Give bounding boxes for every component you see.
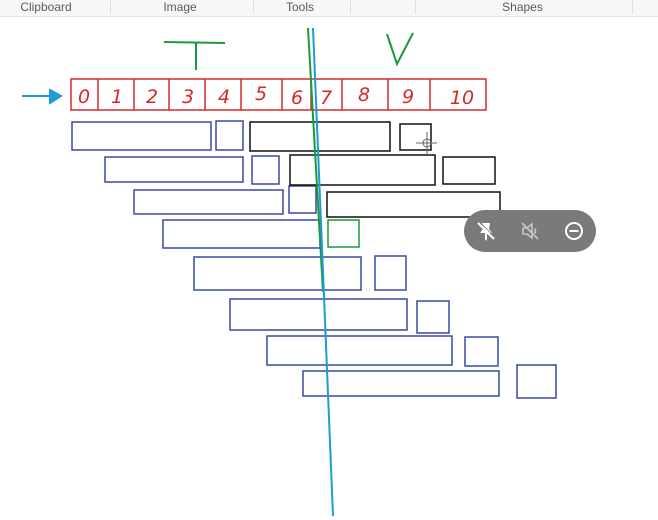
blue-block[interactable] [251, 155, 280, 185]
ribbon-group-shapes[interactable]: Shapes [502, 0, 543, 14]
blue-block[interactable] [71, 121, 212, 151]
ribbon-separator [110, 0, 111, 14]
ribbon-separator [415, 0, 416, 14]
blue-block[interactable] [374, 255, 407, 291]
number-label: 4 [218, 86, 230, 108]
unpin-icon [477, 221, 496, 241]
blue-block[interactable] [302, 370, 500, 397]
blue-blocks [71, 120, 557, 399]
number-label: 5 [255, 83, 267, 105]
cyan-vertical-line [312, 27, 334, 517]
floating-toolbar [464, 210, 596, 252]
mute-icon [521, 222, 539, 240]
green-vertical-line [307, 27, 324, 293]
black-blocks [249, 121, 501, 218]
black-block[interactable] [326, 191, 501, 218]
black-block[interactable] [399, 123, 432, 151]
blue-block[interactable] [104, 156, 244, 183]
blue-block[interactable] [162, 219, 321, 249]
number-label: 9 [402, 86, 414, 108]
number-label: 6 [291, 87, 303, 109]
number-line [70, 78, 487, 111]
blue-block[interactable] [215, 120, 244, 151]
annotation-t [163, 41, 226, 70]
blue-block[interactable] [464, 336, 499, 367]
blue-block[interactable] [133, 189, 284, 215]
blue-block[interactable] [416, 300, 450, 334]
ribbon-separator [350, 0, 351, 14]
mute-button[interactable] [516, 217, 544, 245]
blue-block[interactable] [229, 298, 408, 331]
black-block[interactable] [249, 121, 391, 152]
number-label: 1 [111, 86, 123, 108]
crosshair-cursor-icon [416, 132, 437, 154]
number-label: 2 [146, 86, 158, 108]
ribbon-separator [632, 0, 633, 14]
ribbon-group-tools[interactable]: Tools [285, 0, 314, 14]
black-block[interactable] [289, 154, 436, 186]
minimize-button[interactable] [560, 217, 588, 245]
number-label: 8 [358, 84, 370, 106]
number-line-labels: 0 1 2 3 4 5 6 7 8 9 10 [78, 83, 474, 109]
number-label: 7 [320, 87, 332, 109]
ribbon-group-clipboard[interactable]: Clipboard [20, 0, 72, 14]
ribbon-group-image[interactable]: Image [163, 0, 197, 14]
blue-block[interactable] [193, 256, 362, 291]
minimize-icon [565, 222, 583, 240]
green-block[interactable] [327, 219, 360, 248]
blue-block[interactable] [266, 335, 453, 366]
ribbon-separator [253, 0, 254, 14]
blue-block[interactable] [516, 364, 557, 399]
unpin-button[interactable] [472, 217, 500, 245]
drawing-canvas[interactable]: 0 1 2 3 4 5 6 7 8 9 10 [0, 17, 658, 520]
ribbon: Clipboard Image Tools Shapes [0, 0, 658, 17]
number-label: 3 [182, 86, 194, 108]
arrow-pointer [22, 88, 63, 105]
annotation-v [386, 32, 414, 67]
number-label: 10 [450, 87, 474, 109]
blue-block[interactable] [288, 185, 317, 214]
black-block[interactable] [442, 156, 496, 185]
number-label: 0 [78, 86, 90, 108]
